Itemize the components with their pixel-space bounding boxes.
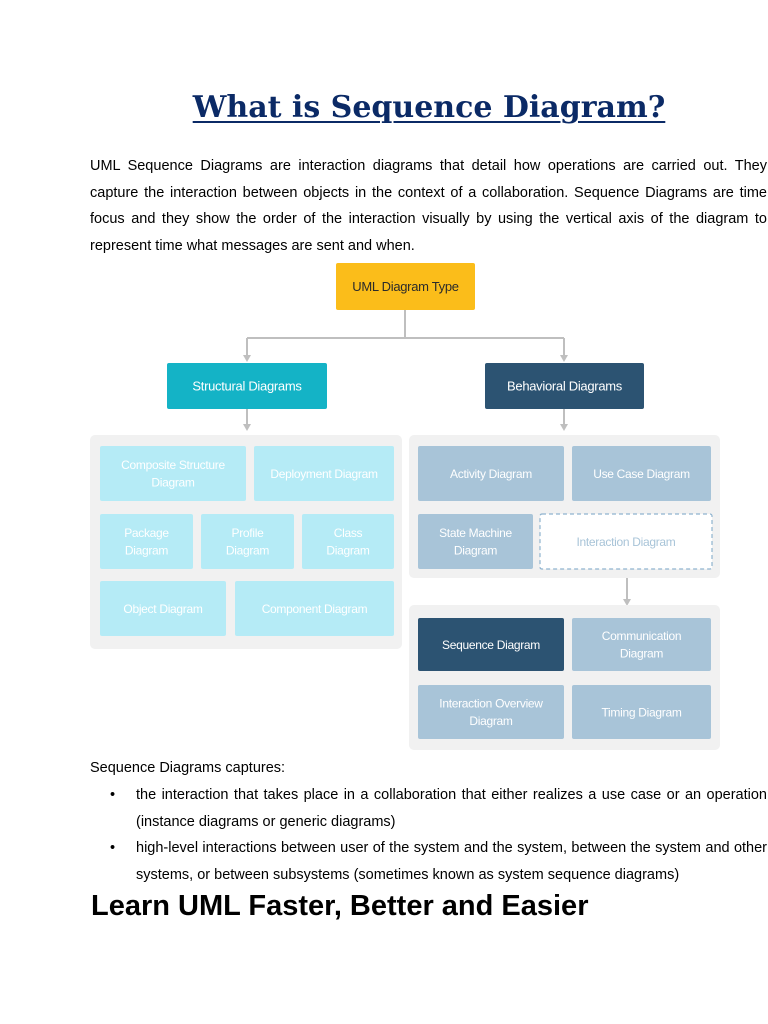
list-item-text: high-level interactions between user of … xyxy=(136,840,767,883)
interaction-item xyxy=(418,685,564,739)
interaction-item-highlighted-label: Sequence Diagram xyxy=(442,638,540,652)
captures-list: • the interaction that takes place in a … xyxy=(90,782,767,888)
behavioral-item-label: Use Case Diagram xyxy=(593,467,690,481)
structural-item-label: Object Diagram xyxy=(123,602,202,616)
behavioral-item-interaction-label: Interaction Diagram xyxy=(576,535,675,549)
structural-item xyxy=(100,581,226,636)
list-item-text: the interaction that takes place in a co… xyxy=(136,787,767,830)
captures-label: Sequence Diagrams captures: xyxy=(90,760,286,776)
list-item: • high-level interactions between user o… xyxy=(90,835,767,888)
arrow-down-icon xyxy=(243,355,251,362)
structural-item-label: Deployment Diagram xyxy=(270,467,378,481)
structural-item xyxy=(302,514,394,569)
arrow-down-icon xyxy=(243,424,251,431)
behavioral-item-label: Activity Diagram xyxy=(450,467,532,481)
arrow-down-icon xyxy=(560,424,568,431)
list-item: • the interaction that takes place in a … xyxy=(90,782,767,835)
interaction-item xyxy=(572,685,711,739)
interaction-item xyxy=(572,618,711,671)
intro-paragraph: UML Sequence Diagrams are interaction di… xyxy=(90,158,767,254)
section-heading: Learn UML Faster, Better and Easier xyxy=(91,890,589,922)
interaction-item-highlighted xyxy=(418,618,564,671)
behavioral-item xyxy=(418,514,533,569)
structural-header-label: Structural Diagrams xyxy=(192,379,302,394)
behavioral-item xyxy=(572,446,711,501)
structural-header xyxy=(167,363,327,409)
interaction-item-label: Timing Diagram xyxy=(601,705,681,719)
arrow-down-icon xyxy=(560,355,568,362)
structural-item xyxy=(254,446,394,501)
behavioral-header-label: Behavioral Diagrams xyxy=(507,379,623,394)
arrow-down-icon xyxy=(623,599,631,606)
page-title: What is Sequence Diagram? xyxy=(192,90,666,125)
behavioral-item-interaction xyxy=(539,513,713,570)
behavioral-header xyxy=(485,363,644,409)
root-node-label: UML Diagram Type xyxy=(352,279,459,294)
structural-item-label: Component Diagram xyxy=(262,602,368,616)
bullet-icon: • xyxy=(110,787,116,803)
structural-item xyxy=(201,514,294,569)
structural-item xyxy=(100,514,193,569)
structural-item xyxy=(100,446,246,501)
behavioral-item xyxy=(418,446,564,501)
root-node xyxy=(336,263,475,310)
bullet-icon: • xyxy=(110,840,116,856)
structural-item xyxy=(235,581,394,636)
